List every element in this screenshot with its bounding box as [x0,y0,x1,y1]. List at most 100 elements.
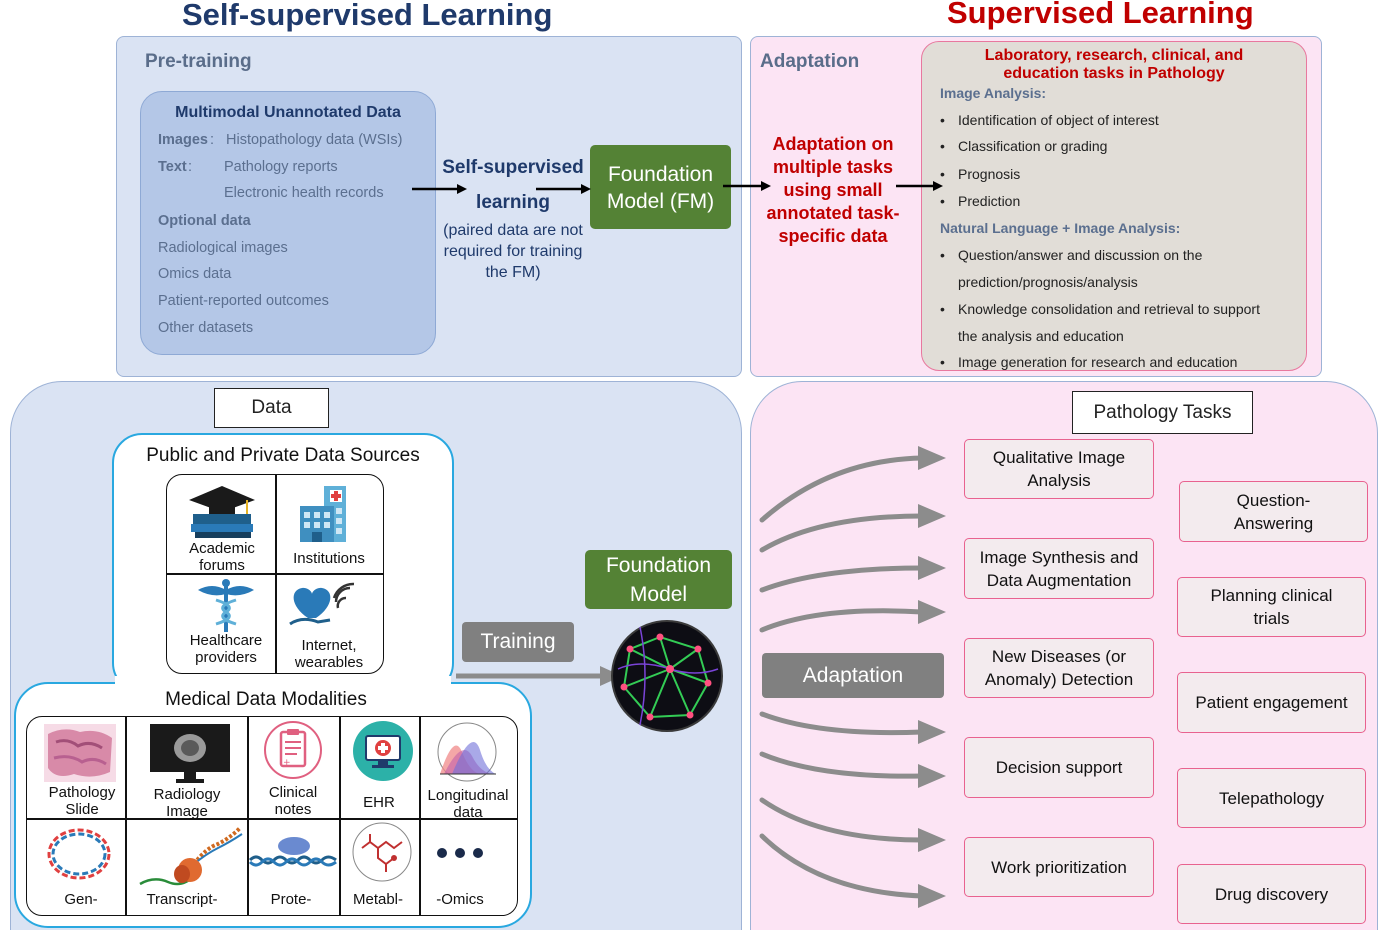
task-card-line: Qualitative Image [992,448,1126,467]
modality-line-1: Pathology [48,784,116,801]
fm-bottom-line-1: Foundation [605,554,712,577]
adaptation-top-label: Adaptation [760,51,860,72]
adapt-line: annotated task- [766,203,900,223]
task-card-line: Telepathology [1219,788,1324,808]
text-key: Text [158,159,187,175]
grid-divider [167,573,383,575]
source-line-1: Healthcare [189,632,263,649]
caduceus-icon [198,579,254,632]
source-label: Internet, wearables [276,637,382,671]
tasks-title-line-2: education tasks in Pathology [1003,65,1225,82]
pathology-tasks-label-box: Pathology Tasks [1072,391,1253,434]
task-item-text: Question/answer and discussion on the [958,247,1203,263]
fm-top-line-1: Foundation [607,163,714,186]
training-arrow [456,666,622,686]
bullet-icon: • [940,112,945,128]
top-arrows [412,181,943,194]
optional-data-title: Optional data [158,213,251,229]
grid-divider [419,717,421,915]
foundation-model-top: Foundation Model (FM) [590,145,731,229]
modality-label: Pathology Slide [26,784,138,818]
source-line-1: Internet, [301,637,357,654]
hospital-building-icon [300,486,346,542]
modality-label: Radiology Image [126,786,248,820]
task-item-continuation: prediction/prognosis/analysis [958,274,1138,290]
task-card-decision-support: Decision support [964,737,1154,798]
adaptation-bottom-label: Adaptation [762,653,944,698]
pathology-tasks-list-box: Laboratory, research, clinical, and educ… [921,41,1307,371]
task-card-line: trials [1253,609,1290,628]
modality-label: Metabl- [352,891,404,908]
grid-divider [247,717,249,915]
task-item-text: Knowledge consolidation and retrieval to… [958,301,1260,317]
brain-scan-monitor-icon [150,724,230,783]
optional-item: Other datasets [158,320,254,336]
foundation-model-bottom: Foundation Model [585,550,732,609]
ssl-subtext-1: (paired data are not [443,222,583,239]
multimodal-data-box: Multimodal Unannotated Data [140,91,436,355]
multimodal-title: Multimodal Unannotated Data [175,104,401,121]
images-colon: : [210,132,215,148]
fm-top-line-2: Model (FM) [606,190,715,213]
grid-divider [339,717,341,915]
task-bullet-item: • Image generation for research and educa… [940,354,1237,370]
ellipsis-icon [437,848,483,858]
source-label: Institutions [293,550,365,567]
bullet-icon: • [940,354,945,370]
images-value: Histopathology data (WSIs) [226,132,403,148]
tasks-list-title: Laboratory, research, clinical, and educ… [922,47,1306,83]
adapt-line: multiple tasks [772,157,894,177]
ehr-monitor-icon [353,721,413,781]
source-line-2: providers [195,649,257,666]
modality-label: Clinical notes [246,784,340,818]
adapt-line: Adaptation on [772,134,894,154]
source-line-2: forums [199,557,245,574]
text-value-1: Pathology reports [224,159,338,175]
bullet-icon: • [940,247,945,263]
task-card-line: Image Synthesis and [979,547,1139,567]
modalities-title: Medical Data Modalities [165,689,367,710]
task-card-line: Anomaly) Detection [984,670,1134,689]
task-item-text: Classification or grading [958,138,1108,154]
image-analysis-heading: Image Analysis: [940,85,1047,101]
task-card-line: Decision support [995,758,1123,777]
task-item-text: Image generation for research and educat… [958,354,1238,370]
modality-line-2: data [453,804,483,821]
task-card-line: Patient engagement [1195,693,1348,712]
task-item-continuation: the analysis and education [958,328,1124,344]
training-label: Training [462,622,574,662]
self-supervised-title: Self-supervised Learning [182,0,553,32]
grid-divider [125,717,127,915]
optional-item: Omics data [158,266,232,282]
bullet-icon: • [940,193,945,209]
ssl-subtext-3: the FM) [485,264,541,281]
task-item-text: Prognosis [958,166,1021,182]
supervised-title: Supervised Learning [947,0,1254,30]
task-card-line: Drug discovery [1214,884,1329,904]
source-line-2: wearables [294,654,364,671]
modality-label: Gen- [64,891,98,908]
modality-label: Transcript- [146,891,218,908]
bullet-icon: • [940,138,945,154]
task-bullet-item: •Prognosis [940,166,1020,182]
metabolite-icon [352,822,412,882]
task-bullet-item: • Identification of object of interest [940,112,1159,128]
neural-network-sphere-icon [611,620,723,732]
adaptation-curved-arrows [759,446,946,908]
adapt-line: using small [783,180,883,200]
task-card-line: Question- [1236,490,1311,510]
task-card-line: Data Augmentation [986,570,1132,590]
graduation-cap-icon [189,486,255,538]
task-bullet-item: • Classification or grading [940,138,1107,154]
clipboard-icon: + [264,721,322,779]
task-item-text: Identification of object of interest [958,112,1159,128]
source-label: Academic forums [168,540,276,574]
modality-line-1: Radiology [153,786,221,803]
images-key: Images [158,132,208,148]
tasks-title-line-1: Laboratory, research, clinical, and [984,47,1244,64]
modality-label: -Omics [436,891,484,908]
box-seam-mask [115,676,451,688]
